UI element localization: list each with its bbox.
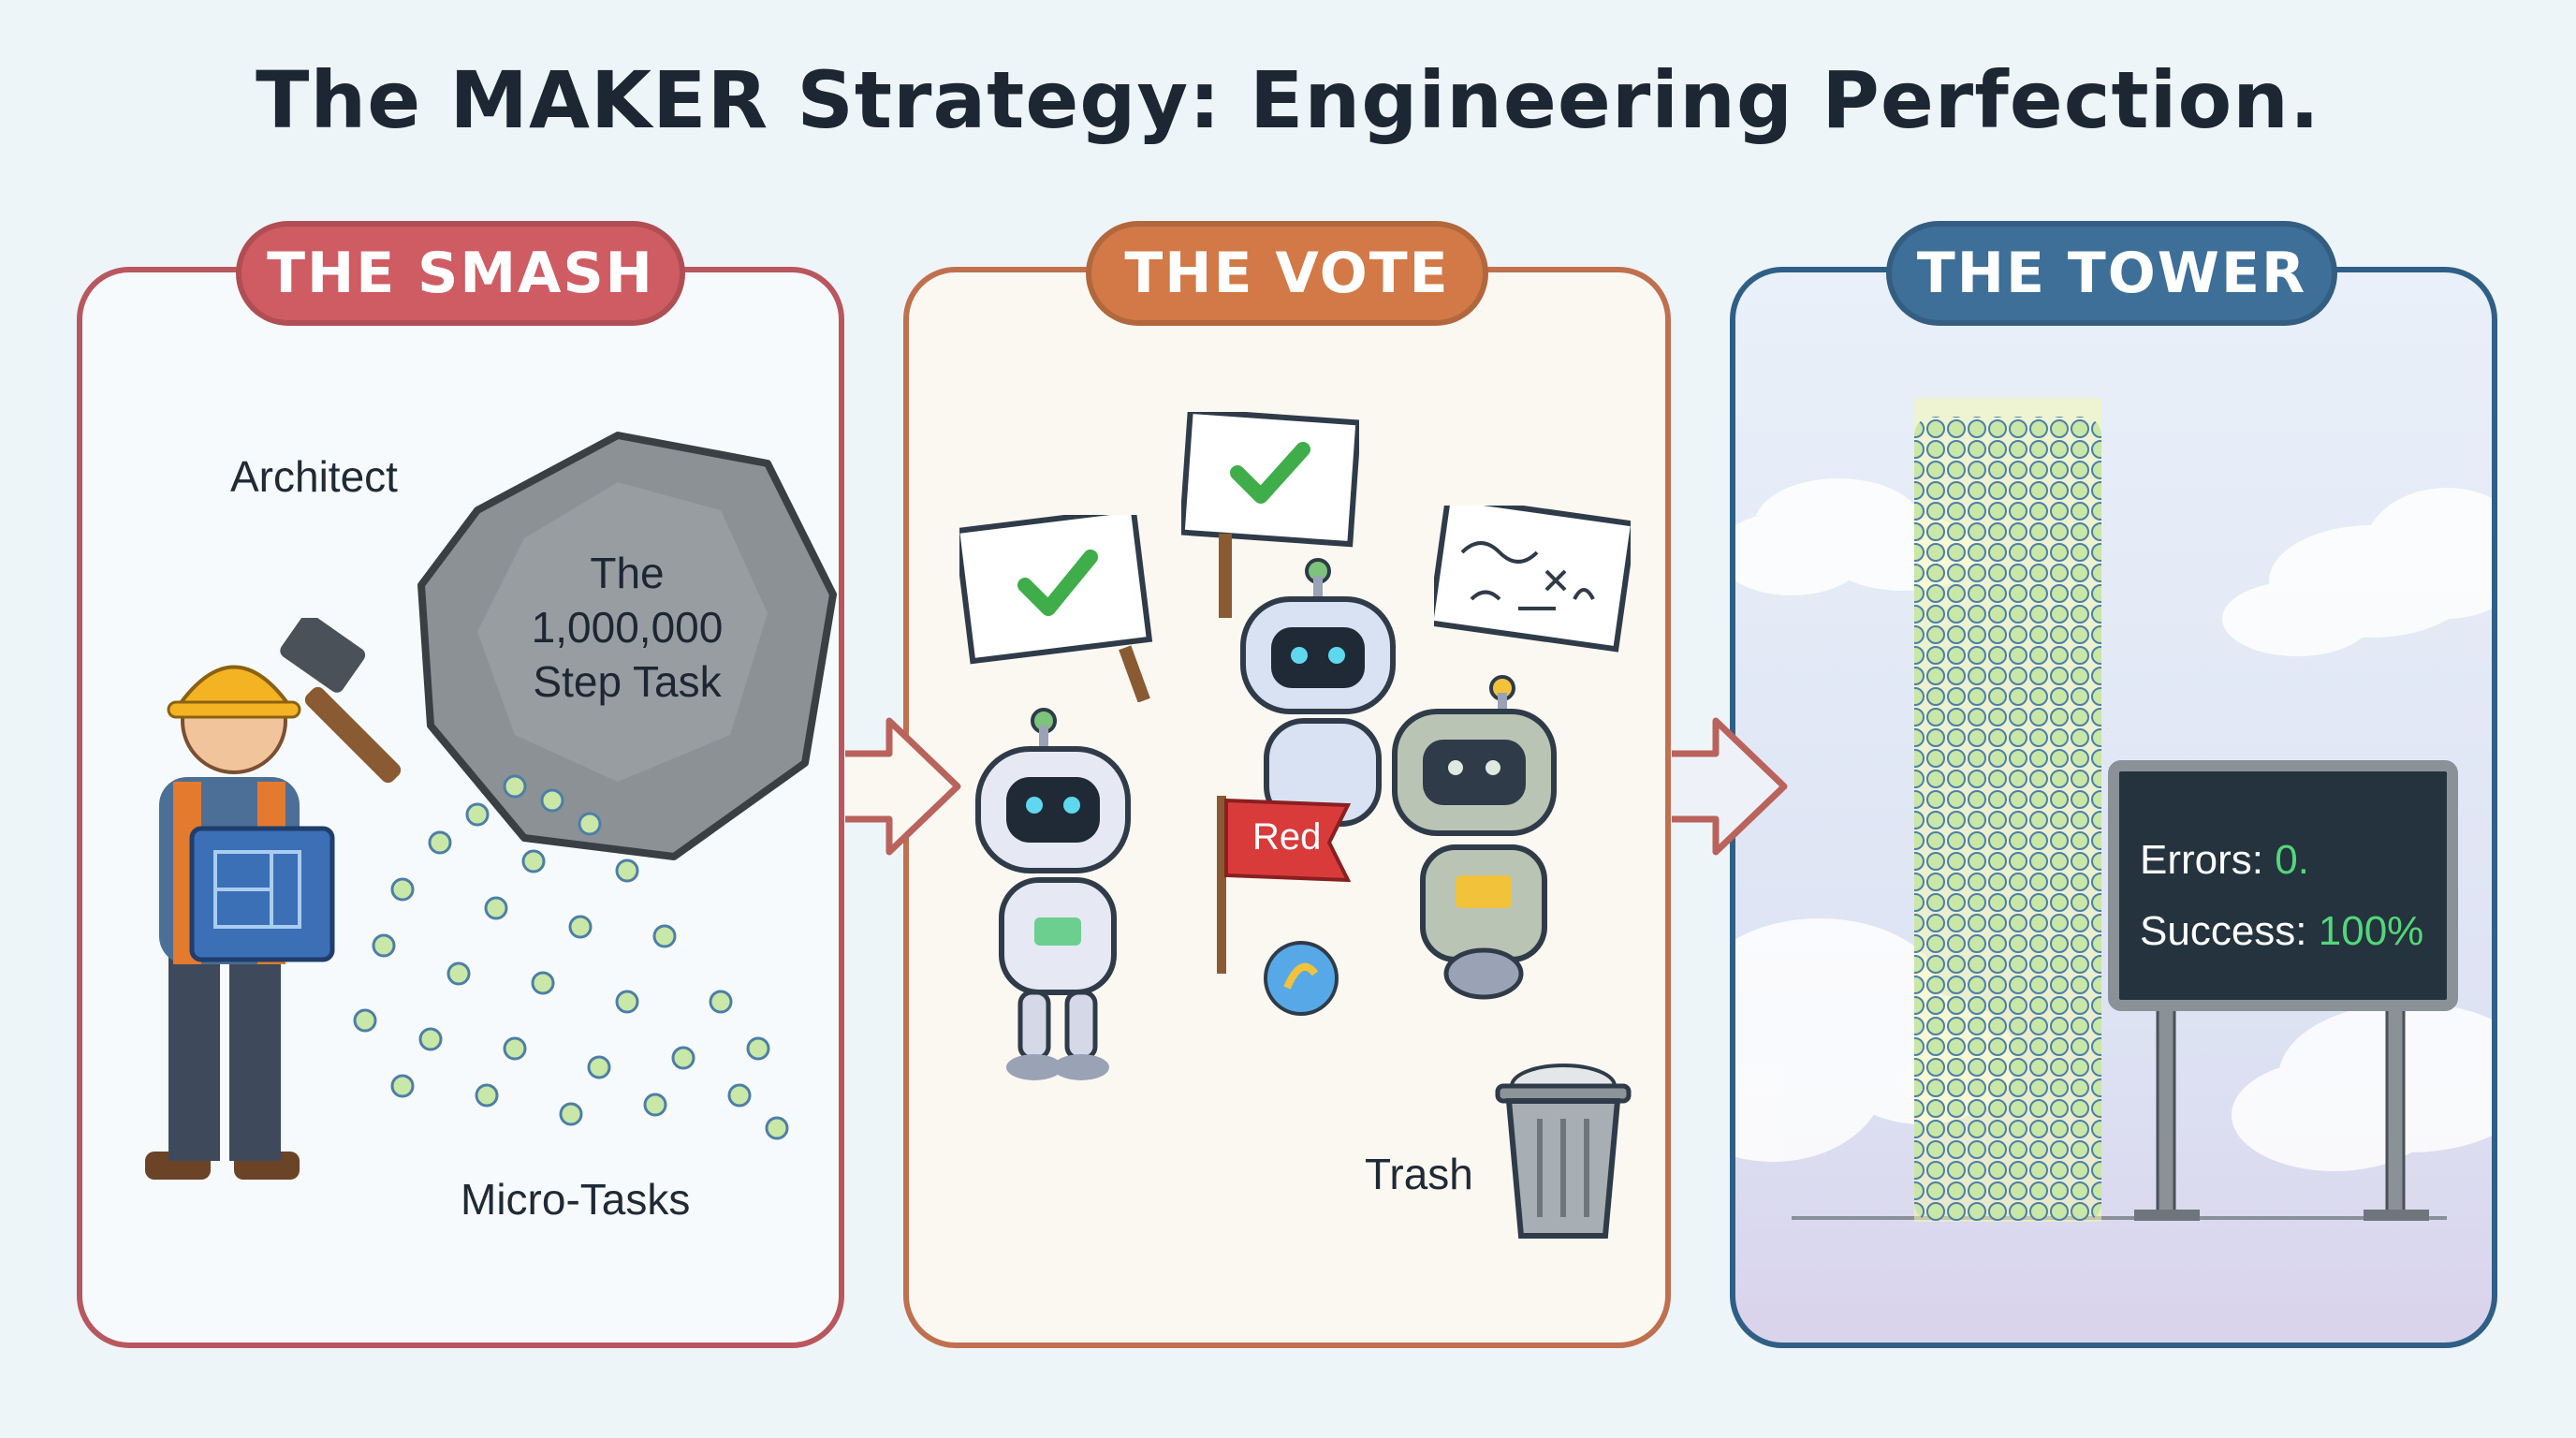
micro-tasks-label: Micro-Tasks — [461, 1175, 691, 1224]
page-title: The MAKER Strategy: Engineering Perfecti… — [256, 54, 2320, 146]
billboard-icon: Errors: 0. Success: 100% — [2108, 760, 2458, 1011]
trash-label: Trash — [1365, 1150, 1473, 1198]
micro-tasks-dots — [353, 774, 789, 1140]
billboard-posts — [2134, 1002, 2429, 1221]
flag-label: Red — [1252, 816, 1322, 858]
errors-label: Errors: — [2140, 837, 2263, 883]
flag-icon — [1217, 796, 1352, 974]
success-value: 100% — [2318, 908, 2424, 954]
robot-icon — [975, 708, 1131, 1080]
arrow-right-icon — [845, 717, 961, 856]
blueprint-icon — [189, 826, 335, 962]
heading-the-smash: THE SMASH — [236, 221, 685, 326]
robot-icon — [1240, 558, 1396, 827]
orb-icon — [1264, 941, 1339, 1016]
hard-hat-icon — [174, 665, 294, 709]
heading-the-tower: THE TOWER — [1886, 221, 2337, 326]
tower-icon — [1914, 398, 2101, 1222]
confused-sign-icon — [1434, 506, 1631, 653]
boulder-text-line-3: Step Task — [533, 657, 722, 706]
hammer-icon — [280, 618, 402, 784]
heading-the-vote: THE VOTE — [1086, 221, 1488, 326]
boulder-text-line-1: The — [590, 549, 665, 597]
trash-can-icon — [1495, 1064, 1632, 1239]
architect-label: Architect — [230, 452, 398, 501]
check-sign-icon — [1181, 412, 1359, 618]
robot-icon — [1392, 675, 1557, 1000]
arrow-right-icon — [1672, 717, 1788, 856]
check-sign-icon — [959, 515, 1153, 702]
boulder-text-line-2: 1,000,000 — [531, 603, 724, 652]
errors-value: 0. — [2275, 837, 2309, 883]
success-label: Success: — [2140, 908, 2307, 954]
boulder-icon — [417, 432, 837, 860]
